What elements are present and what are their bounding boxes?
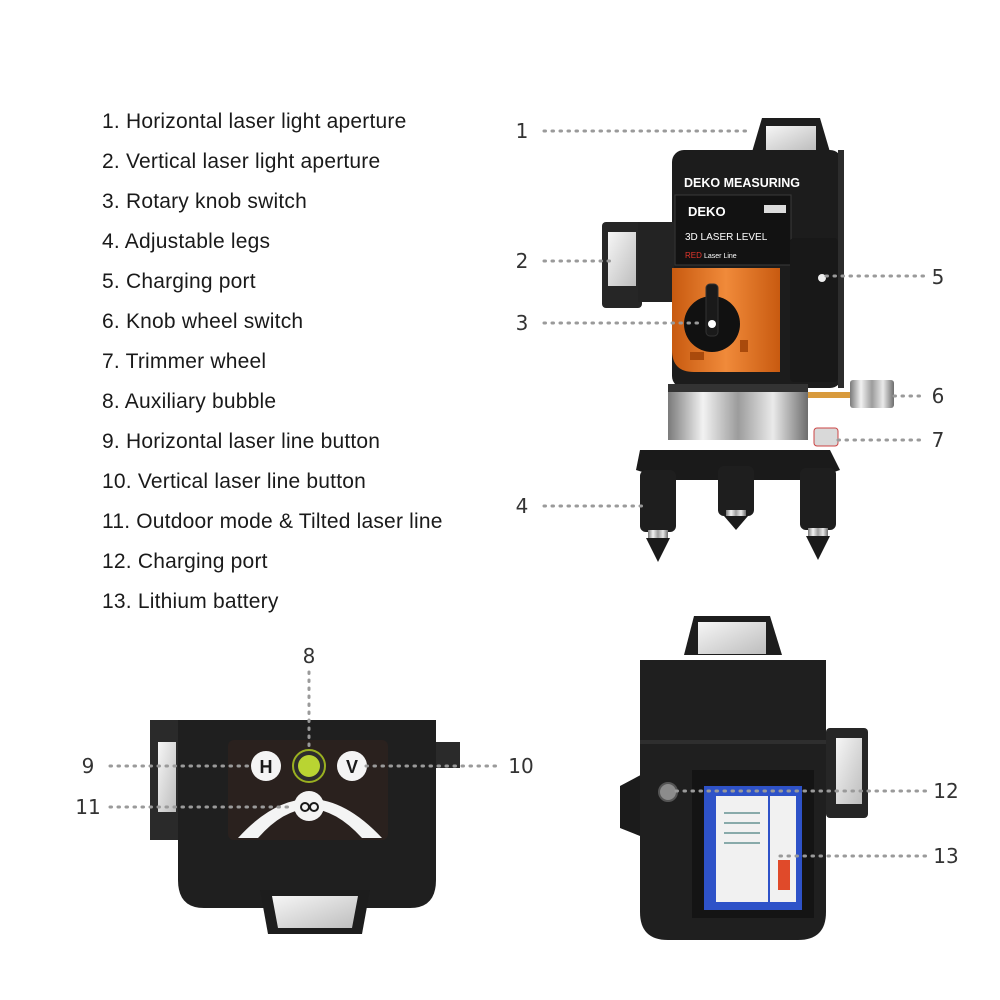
callout-8: 8 bbox=[303, 644, 316, 668]
red-text: RED bbox=[685, 251, 702, 260]
panel-side-aperture bbox=[158, 742, 176, 812]
charging-port-light bbox=[818, 274, 826, 282]
control-panel-view: H V bbox=[150, 720, 460, 934]
legend-item: 5. Charging port bbox=[102, 270, 256, 293]
legend-item: 4. Adjustable legs bbox=[102, 230, 271, 253]
rotating-base bbox=[668, 388, 808, 440]
callout-1: 1 bbox=[516, 119, 529, 143]
legend-item: 9. Horizontal laser line button bbox=[102, 430, 381, 453]
legend-item: 3. Rotary knob switch bbox=[102, 190, 307, 213]
legend-item: 10. Vertical laser line button bbox=[102, 470, 366, 493]
laser-level-front-view: DEKO MEASURING DEKO 3D LASER LEVEL RED L… bbox=[602, 118, 894, 562]
legend-item: 6. Knob wheel switch bbox=[102, 310, 304, 333]
trimmer-wheel bbox=[813, 427, 839, 447]
callout-2: 2 bbox=[516, 249, 529, 273]
legend-item: 2. Vertical laser light aperture bbox=[102, 150, 381, 173]
horizontal-line-button bbox=[251, 751, 281, 781]
callout-5: 5 bbox=[932, 265, 945, 289]
brand-line: DEKO MEASURING bbox=[684, 176, 800, 190]
legend-item: 11. Outdoor mode & Tilted laser line bbox=[102, 510, 443, 533]
model-text: 3D LASER LEVEL bbox=[685, 232, 768, 243]
knob-wheel-shaft bbox=[808, 392, 852, 398]
auxiliary-bubble bbox=[298, 755, 320, 777]
callout-4: 4 bbox=[516, 494, 529, 518]
battery-side-view bbox=[620, 616, 868, 940]
charging-port-2 bbox=[658, 782, 678, 802]
top-aperture-glass bbox=[766, 126, 816, 150]
legend-item: 12. Charging port bbox=[102, 550, 268, 573]
callout-12: 12 bbox=[933, 779, 958, 803]
legend-item: 7. Trimmer wheel bbox=[102, 350, 267, 373]
legend-item: 1. Horizontal laser light aperture bbox=[102, 110, 407, 133]
adjustable-legs bbox=[640, 466, 836, 562]
logo-text: DEKO bbox=[688, 204, 726, 219]
tripod-base bbox=[636, 450, 840, 480]
knob-wheel bbox=[850, 380, 894, 408]
callout-11: 11 bbox=[75, 795, 100, 819]
legend-item: 8. Auxiliary bubble bbox=[102, 390, 277, 413]
h-button-label: H bbox=[260, 757, 273, 777]
battery-view-side-aperture bbox=[836, 738, 862, 804]
callout-leaders bbox=[108, 129, 928, 858]
laser-line-text: Laser Line bbox=[704, 253, 737, 260]
vertical-line-button bbox=[337, 751, 367, 781]
parts-legend: 1. Horizontal laser light aperture 2. Ve… bbox=[102, 108, 443, 628]
battery-view-top-aperture bbox=[698, 622, 766, 654]
callout-10: 10 bbox=[508, 754, 533, 778]
side-aperture-glass bbox=[608, 232, 636, 286]
callout-numbers: 1 2 3 4 5 6 7 8 9 10 11 12 13 bbox=[75, 119, 958, 868]
callout-9: 9 bbox=[82, 754, 95, 778]
panel-bottom-aperture bbox=[272, 896, 358, 928]
side-panel bbox=[790, 238, 838, 382]
callout-6: 6 bbox=[932, 384, 945, 408]
callout-13: 13 bbox=[933, 844, 958, 868]
v-button-label: V bbox=[346, 757, 358, 777]
callout-3: 3 bbox=[516, 311, 529, 335]
legend-item: 13. Lithium battery bbox=[102, 590, 279, 613]
callout-7: 7 bbox=[932, 428, 945, 452]
